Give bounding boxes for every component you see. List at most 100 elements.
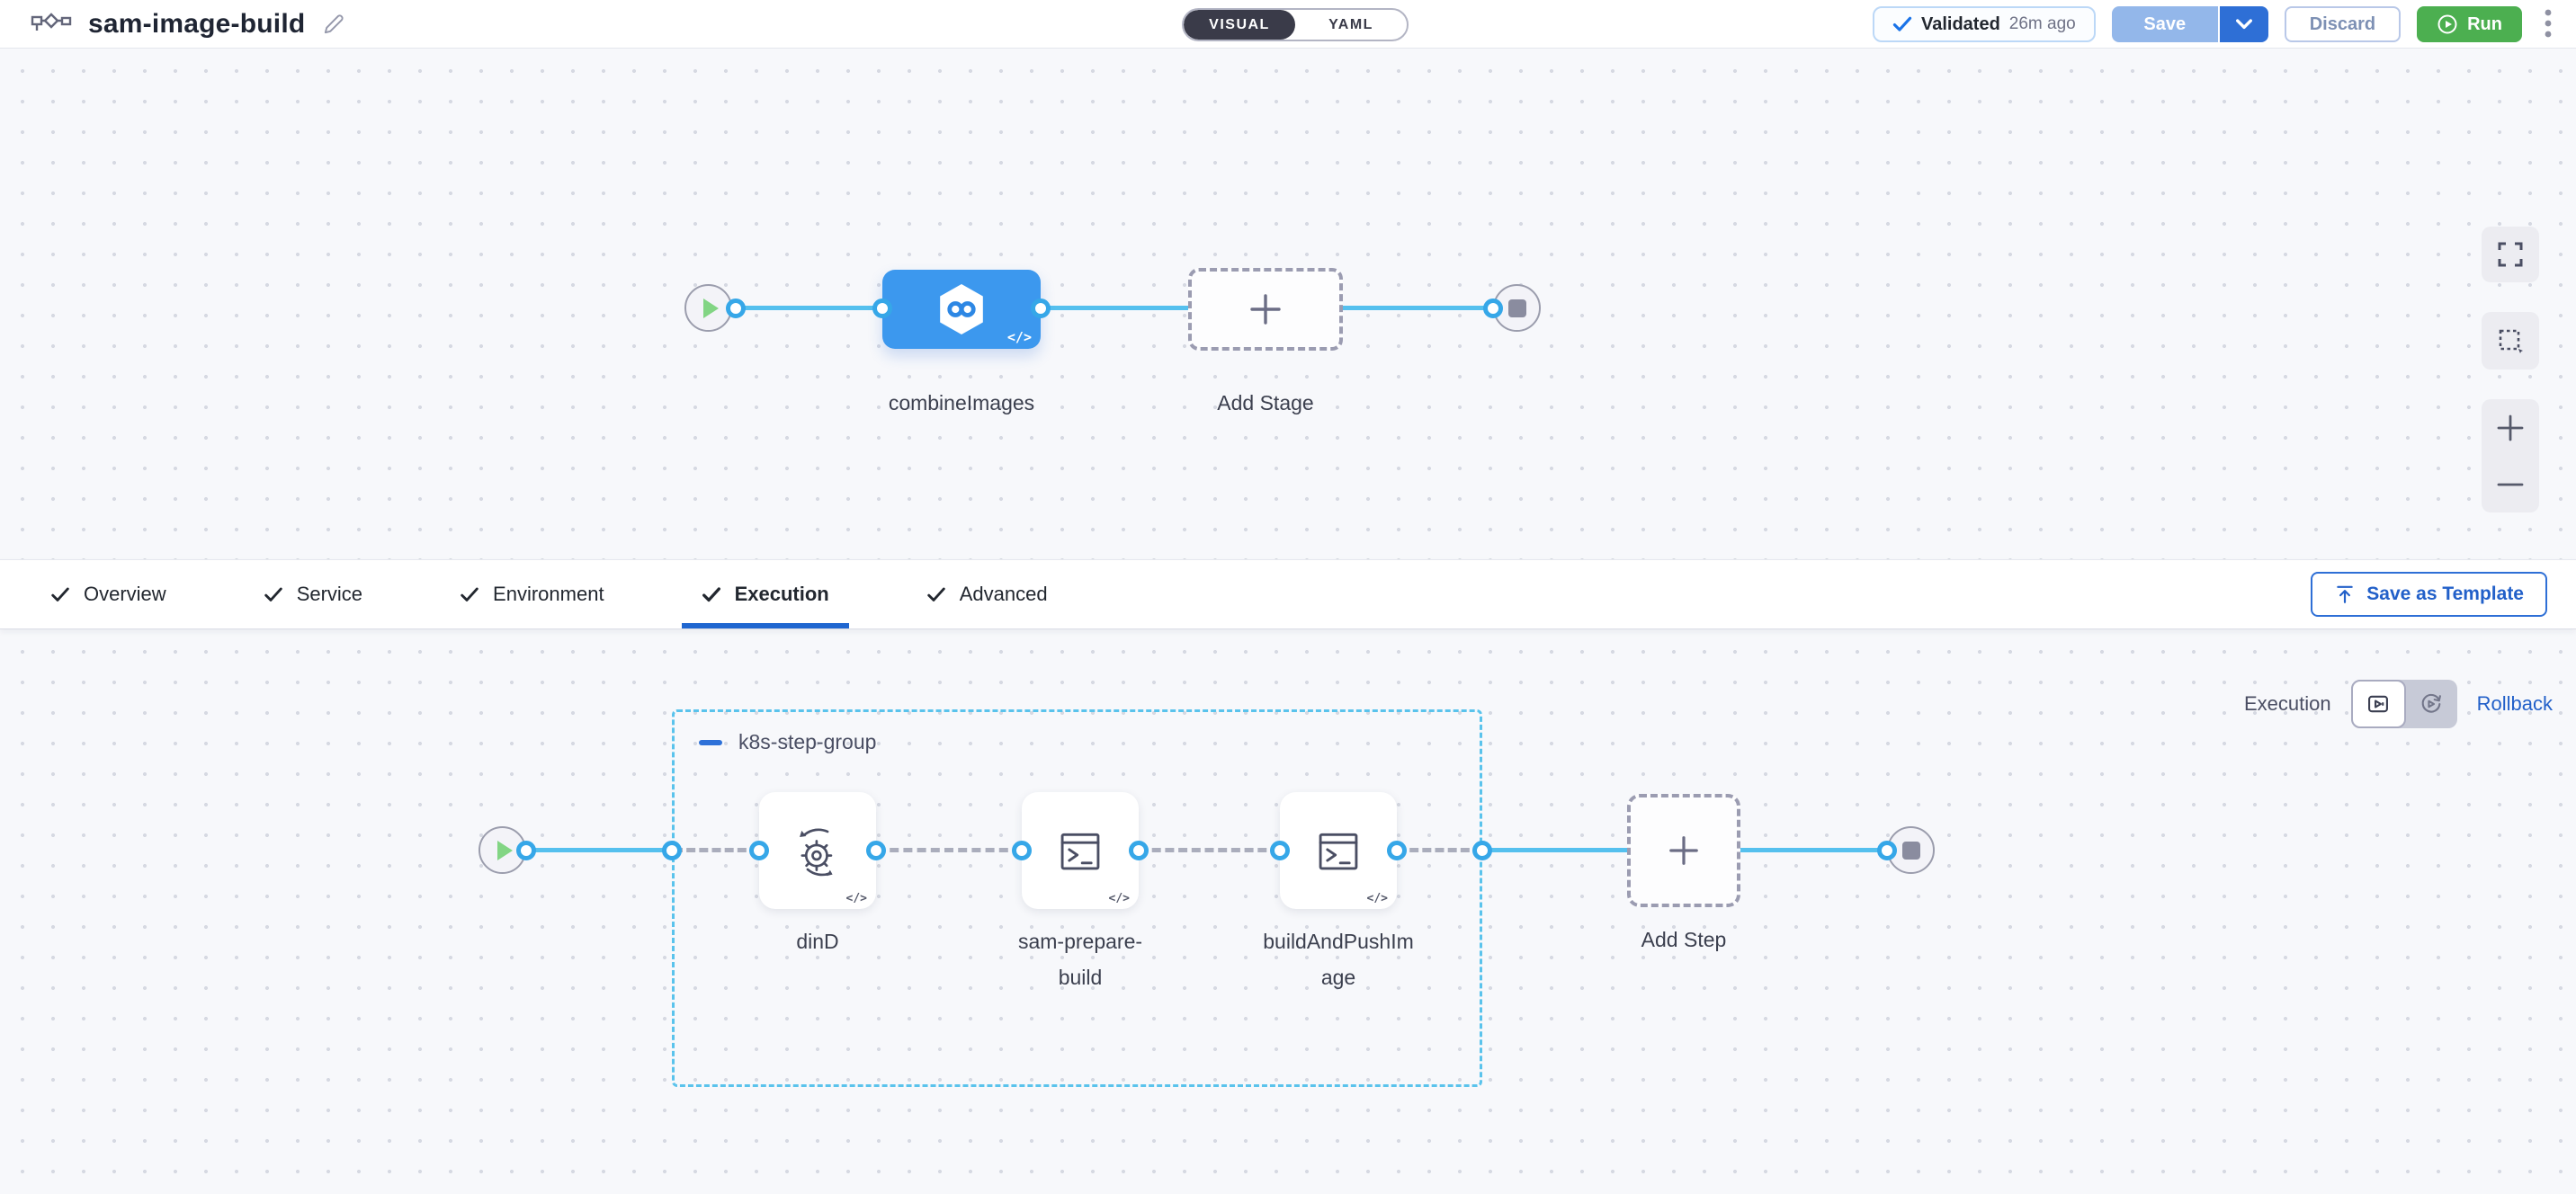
visual-tab[interactable]: VISUAL: [1184, 10, 1295, 40]
discard-button[interactable]: Discard: [2284, 6, 2402, 42]
fullscreen-icon: [2498, 242, 2523, 267]
zoom-out-button[interactable]: [2482, 456, 2539, 512]
terminal-script-icon: [1319, 833, 1358, 870]
connector-port[interactable]: [662, 841, 682, 860]
validated-check-icon: [1892, 16, 1912, 31]
tab-label: Service: [296, 583, 363, 605]
tab-environment[interactable]: Environment: [440, 560, 624, 628]
kebab-menu-icon: [2545, 9, 2552, 37]
add-step-label: Add Step: [1641, 928, 1727, 951]
step-name-label: dinD: [796, 930, 839, 953]
save-as-template-label: Save as Template: [2366, 584, 2524, 604]
plus-icon: [1250, 294, 1281, 325]
zoom-in-button[interactable]: [2482, 399, 2539, 456]
stage-tab-bar: Overview Service Environment Execution A…: [0, 559, 2576, 629]
add-step-button[interactable]: [1627, 794, 1740, 907]
stage-code-badge: </>: [1006, 329, 1032, 345]
service-gear-icon: [800, 828, 833, 877]
dashed-connector-line: [1139, 848, 1280, 852]
connector-port[interactable]: [872, 298, 892, 318]
validated-label: Validated: [1920, 13, 2000, 34]
execution-rollback-toggle: [2350, 680, 2457, 728]
connector-port[interactable]: [1387, 841, 1407, 860]
dashed-connector-line: [876, 848, 1022, 852]
start-play-icon: [496, 840, 513, 860]
yaml-tab[interactable]: YAML: [1295, 10, 1407, 40]
save-split-button: Save: [2111, 6, 2268, 42]
add-stage-button[interactable]: [1188, 268, 1343, 351]
step-card-sam-prepare-build[interactable]: </>: [1022, 792, 1139, 909]
add-stage-label: Add Stage: [1217, 391, 1314, 414]
save-button[interactable]: Save: [2111, 6, 2218, 42]
execution-rollback-switch: Execution: [2244, 680, 2553, 728]
zoom-out-icon: [2497, 483, 2524, 486]
run-button[interactable]: Run: [2417, 6, 2522, 42]
execution-mode-button[interactable]: [2350, 680, 2406, 728]
tab-advanced[interactable]: Advanced: [907, 560, 1068, 628]
rollback-link[interactable]: Rollback: [2476, 692, 2553, 715]
step-code-badge: </>: [1366, 892, 1388, 905]
tab-check-icon: [926, 587, 945, 601]
stop-square-icon: [1507, 298, 1526, 317]
edit-pencil-icon[interactable]: [321, 12, 346, 37]
marquee-select-icon: [2499, 329, 2523, 353]
step-card-dinD[interactable]: </>: [759, 792, 876, 909]
start-play-icon: [702, 298, 719, 318]
connector-line: [503, 848, 674, 852]
connector-port[interactable]: [866, 841, 886, 860]
stop-square-icon: [1901, 841, 1920, 860]
rollback-mode-button[interactable]: [2406, 680, 2457, 728]
dashed-connector-line: [674, 848, 759, 852]
connector-port[interactable]: [1031, 298, 1051, 318]
connector-port[interactable]: [1012, 841, 1032, 860]
upload-icon: [2337, 585, 2354, 603]
execution-mode-label: Execution: [2244, 692, 2331, 715]
zoom-controls: [2482, 399, 2539, 512]
connector-port[interactable]: [726, 298, 746, 318]
tab-service[interactable]: Service: [244, 560, 382, 628]
stage-canvas: </> combineImages Add Stage: [0, 49, 2576, 559]
step-name-label: sam-prepare-build: [1017, 930, 1143, 989]
step-card-buildAndPushImage[interactable]: </>: [1280, 792, 1397, 909]
tab-check-icon: [264, 587, 282, 601]
collapse-group-button[interactable]: [699, 739, 722, 745]
stage-connector-line: [708, 306, 1516, 310]
connector-line: [1482, 848, 1627, 852]
tab-label: Execution: [734, 583, 829, 605]
connector-port[interactable]: [1483, 298, 1503, 318]
tab-overview[interactable]: Overview: [31, 560, 186, 628]
tab-check-icon: [461, 587, 479, 601]
pipeline-title: sam-image-build: [88, 9, 306, 39]
validated-badge[interactable]: Validated 26m ago: [1872, 6, 2096, 42]
pipeline-start-node: [684, 284, 732, 332]
connector-port[interactable]: [1877, 841, 1897, 860]
save-dropdown-button[interactable]: [2217, 6, 2268, 42]
tab-execution[interactable]: Execution: [681, 560, 849, 628]
marquee-select-button[interactable]: [2482, 312, 2539, 370]
stage-card-combineImages[interactable]: </>: [882, 270, 1041, 349]
fullscreen-button[interactable]: [2482, 227, 2539, 282]
step-code-badge: </>: [845, 892, 867, 905]
connector-port[interactable]: [1129, 841, 1149, 860]
run-label: Run: [2467, 13, 2502, 34]
top-header: sam-image-build VISUAL YAML Validated 26…: [0, 0, 2576, 49]
stage-name-label: combineImages: [888, 391, 1035, 414]
connector-port[interactable]: [1270, 841, 1290, 860]
connector-port[interactable]: [516, 841, 536, 860]
tab-check-icon: [51, 587, 69, 601]
header-actions: Validated 26m ago Save Discard Run: [1872, 0, 2558, 49]
rollback-replay-icon: [2421, 693, 2442, 713]
terminal-script-icon: [1060, 833, 1100, 870]
tab-label: Advanced: [959, 583, 1048, 605]
connector-port[interactable]: [1472, 841, 1492, 860]
connector-port[interactable]: [749, 841, 769, 860]
more-options-button[interactable]: [2538, 4, 2558, 45]
dashed-connector-line: [1397, 848, 1482, 852]
step-group-header: k8s-step-group: [699, 730, 876, 754]
visual-yaml-toggle: VISUAL YAML: [1182, 8, 1409, 41]
header-left: sam-image-build: [31, 0, 346, 49]
save-as-template-button[interactable]: Save as Template: [2311, 572, 2547, 617]
validated-time: 26m ago: [2008, 14, 2076, 33]
infinity-hexagon-icon: [940, 284, 983, 334]
